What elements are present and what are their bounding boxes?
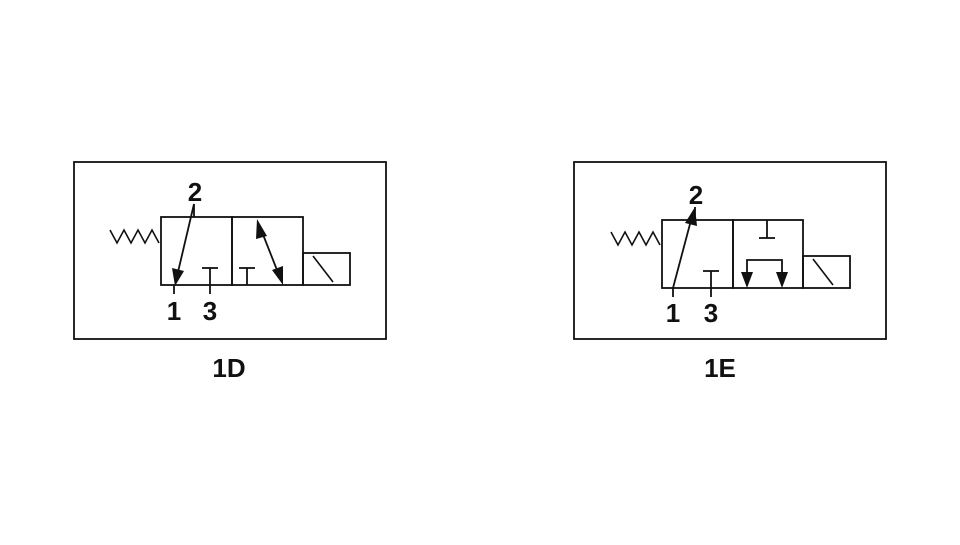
valve-1d-position-left [160, 216, 233, 286]
arrow-head-1d-right-top [256, 219, 267, 239]
valve-1e-frame [573, 161, 887, 340]
valve-symbol-1e: 2 1 3 1E [573, 161, 887, 383]
valve-1e-position-right [732, 219, 804, 289]
solenoid-1d-diagonal [312, 255, 334, 283]
arrow-head-1d-left [172, 268, 184, 286]
arrow-head-1e-left [685, 207, 697, 226]
valve-symbol-1d: 2 1 3 1D [73, 161, 387, 383]
port-label-1e-3: 3 [704, 298, 718, 328]
valve-1d-position-right [231, 216, 304, 286]
port-label-1e-1: 1 [666, 298, 680, 328]
port-label-1d-3: 3 [203, 296, 217, 326]
valve-1d-frame [73, 161, 387, 340]
spring-1e [610, 230, 661, 247]
solenoid-1e [802, 255, 851, 289]
arrow-head-1e-right-left [741, 272, 753, 288]
port-label-1d-1: 1 [167, 296, 181, 326]
diagram-caption-1d: 1D [212, 353, 245, 383]
arrow-head-1d-right-bottom [272, 266, 283, 285]
solenoid-1d [302, 252, 351, 286]
valve-1e-position-left [661, 219, 734, 289]
port-label-1d-2: 2 [188, 177, 202, 207]
flow-arrow-1e-left [672, 223, 691, 289]
spring-1d [109, 228, 160, 245]
diagram-caption-1e: 1E [704, 353, 736, 383]
port-label-1e-2: 2 [689, 180, 703, 210]
flow-arrow-1d-right [261, 231, 278, 271]
flow-arrow-1d-left [177, 203, 195, 273]
arrow-head-1e-right-right [776, 272, 788, 288]
solenoid-1e-diagonal [812, 258, 834, 286]
flow-path-1e-right [746, 259, 783, 277]
